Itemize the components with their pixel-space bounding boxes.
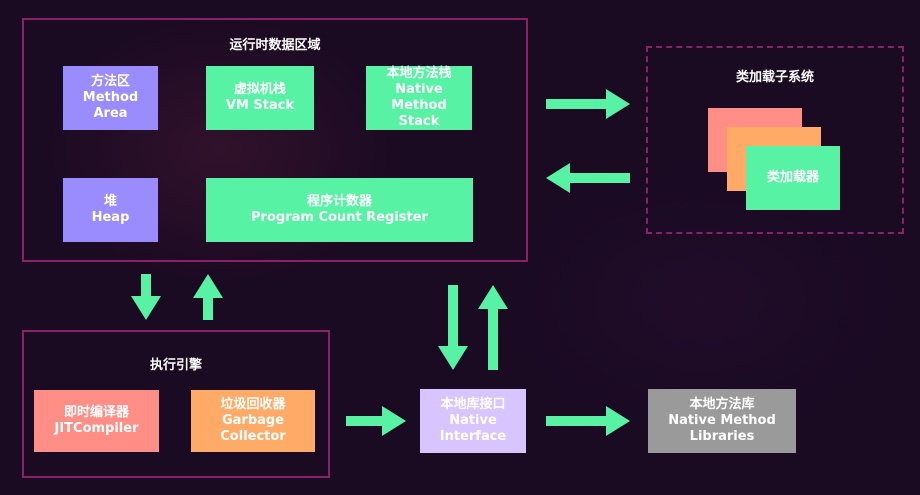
jit-compiler-box: 即时编译器 JITCompiler bbox=[34, 390, 159, 452]
method-area-box: 方法区 Method Area bbox=[63, 66, 158, 130]
gc-label-en1: Garbage bbox=[221, 413, 285, 428]
native-libraries-label-en1: Native Method bbox=[668, 413, 776, 428]
native-interface-box: 本地库接口 Native Interface bbox=[420, 389, 526, 453]
heap-label-en: Heap bbox=[91, 210, 130, 225]
jit-label-en: JITCompiler bbox=[54, 421, 139, 436]
arrow-up-from-native-interface bbox=[478, 285, 508, 370]
garbage-collector-box: 垃圾回收器 Garbage Collector bbox=[191, 390, 315, 452]
vm-stack-box: 虚拟机栈 VM Stack bbox=[206, 66, 314, 130]
arrow-engine-to-native-interface bbox=[346, 406, 406, 436]
jit-label-cn: 即时编译器 bbox=[63, 405, 129, 420]
vm-stack-label-en: VM Stack bbox=[225, 98, 295, 113]
method-area-label-en1: Method bbox=[82, 90, 139, 105]
heap-label-cn: 堆 bbox=[103, 194, 117, 209]
execution-engine-panel: 执行引擎 bbox=[22, 330, 330, 478]
native-method-stack-box: 本地方法栈 Native Method Stack bbox=[366, 66, 472, 130]
native-stack-label-en2: Method bbox=[391, 98, 447, 113]
native-stack-label-en3: Stack bbox=[398, 114, 440, 129]
native-interface-label-en2: Interface bbox=[439, 429, 507, 444]
class-loader-subsystem-panel: 类加载子系统 bbox=[646, 46, 904, 234]
runtime-data-area-panel: 运行时数据区域 bbox=[22, 18, 528, 262]
native-stack-label-cn: 本地方法栈 bbox=[386, 66, 452, 81]
arrow-right-to-classloader bbox=[546, 89, 630, 119]
arrow-left-from-classloader bbox=[546, 163, 630, 193]
arrow-native-interface-to-libraries bbox=[546, 406, 630, 436]
method-area-label-en2: Area bbox=[93, 106, 128, 121]
arrow-down-to-native-interface bbox=[438, 285, 468, 370]
class-loader-label: 类加载器 bbox=[766, 170, 819, 185]
runtime-data-area-title: 运行时数据区域 bbox=[229, 38, 321, 53]
gc-label-cn: 垃圾回收器 bbox=[220, 397, 286, 412]
arrow-up-to-runtime bbox=[193, 274, 223, 320]
method-area-label-cn: 方法区 bbox=[90, 74, 130, 89]
execution-engine-title: 执行引擎 bbox=[149, 358, 202, 373]
pc-register-box: 程序计数器 Program Count Register bbox=[206, 178, 473, 242]
vm-stack-label-cn: 虚拟机栈 bbox=[233, 82, 286, 97]
native-interface-label-en1: Native bbox=[449, 413, 497, 428]
native-stack-label-en1: Native bbox=[395, 82, 443, 97]
native-interface-label-cn: 本地库接口 bbox=[440, 397, 506, 412]
heap-box: 堆 Heap bbox=[63, 178, 158, 242]
class-loader-subsystem-title: 类加载子系统 bbox=[735, 70, 814, 85]
native-libraries-label-en2: Libraries bbox=[689, 429, 755, 444]
native-libraries-label-cn: 本地方法库 bbox=[689, 397, 755, 412]
native-method-libraries-box: 本地方法库 Native Method Libraries bbox=[648, 389, 796, 453]
arrow-down-to-engine bbox=[131, 274, 161, 320]
class-loader-card-front: 类加载器 bbox=[746, 146, 840, 210]
gc-label-en2: Collector bbox=[220, 429, 286, 444]
pc-register-label-cn: 程序计数器 bbox=[306, 194, 372, 209]
pc-register-label-en: Program Count Register bbox=[251, 210, 428, 225]
